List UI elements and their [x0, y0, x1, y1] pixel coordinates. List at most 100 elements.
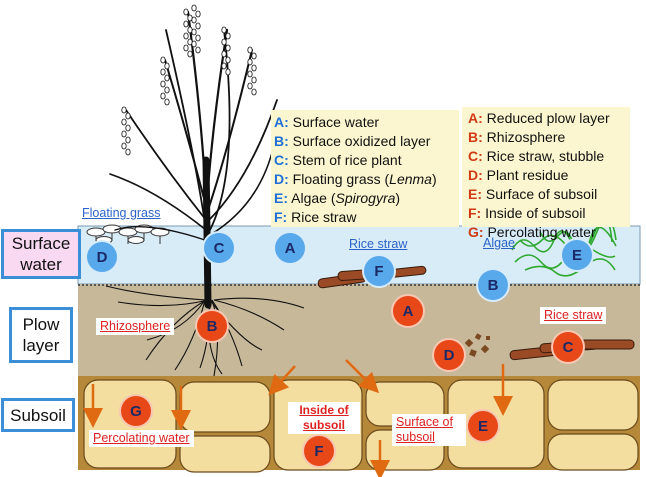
badge-water-E: E [562, 240, 592, 270]
floating-grass-graphic [86, 224, 170, 244]
rice-grain [164, 74, 170, 82]
surface-water-label-text: Surface water [11, 234, 71, 274]
rice-grain [251, 64, 257, 72]
water-legend-after: ) [431, 171, 437, 187]
tag-rice-straw-plow: Rice straw [540, 307, 607, 324]
subsoil-clod [547, 379, 639, 431]
subsoil-clod [179, 381, 271, 433]
rice-grain [191, 4, 197, 12]
soil-legend-text: Surface of subsoil [485, 186, 598, 202]
rice-grain [221, 38, 227, 46]
tag-algae: Algae [483, 236, 515, 250]
plow-layer-label: Plow layer [9, 307, 73, 363]
soil-legend-text: Plant residue [486, 167, 569, 183]
water-legend-text: Stem of rice plant [292, 152, 402, 168]
water-legend-text: Floating grass ( [292, 171, 390, 187]
soil-legend-text: Percolating water [487, 224, 596, 240]
rice-grain [125, 112, 131, 120]
water-legend-row: A: Surface water [274, 113, 456, 132]
rice-grain [121, 130, 127, 138]
rice-grain [121, 118, 127, 126]
rice-grain [183, 44, 189, 52]
rice-grain [247, 70, 253, 78]
soil-legend-row: G: Percolating water [468, 223, 624, 242]
soil-legend-row: B: Rhizosphere [468, 128, 624, 147]
rice-grain [251, 88, 257, 96]
rice-grain [251, 76, 257, 84]
badge-water-D: D [87, 242, 117, 272]
root-strand [146, 299, 206, 341]
water-legend-key: D: [274, 171, 289, 187]
rice-grain [195, 34, 201, 42]
rice-roots [105, 285, 305, 377]
plant-leaf [165, 29, 207, 231]
badge-soil-F: F [304, 436, 334, 466]
soil-legend-text: Rhizosphere [486, 129, 566, 145]
rice-plant-graphic [109, 4, 278, 309]
badge-water-C: C [204, 233, 234, 263]
surface-water-label: Surface water [1, 229, 81, 279]
plant-leaf [209, 144, 275, 236]
rice-grain [191, 40, 197, 48]
plant-leaf [208, 99, 278, 221]
rice-grain [195, 22, 201, 30]
rice-grain [160, 92, 166, 100]
rice-grain [125, 148, 131, 156]
soil-legend-text: Inside of subsoil [485, 205, 586, 221]
water-legend-after: ) [395, 190, 401, 206]
soil-legend-row: E: Surface of subsoil [468, 185, 624, 204]
plant-leaf [202, 156, 212, 309]
soil-legend-key: E: [468, 186, 482, 202]
rice-grain [121, 106, 127, 114]
water-legend-key: B: [274, 133, 289, 149]
percolation-arrows [83, 359, 513, 477]
water-legend-row: C: Stem of rice plant [274, 151, 456, 170]
root-strand [211, 299, 243, 367]
rice-grain [183, 20, 189, 28]
root-strand [213, 299, 285, 331]
subsoil-clod [179, 435, 271, 473]
subsoil-clods [83, 379, 639, 473]
badge-soil-D: D [434, 340, 464, 370]
root-strand [213, 297, 305, 309]
rice-grain [187, 50, 193, 58]
soil-legend-text: Rice straw, stubble [486, 148, 605, 164]
soil-legend-row: A: Reduced plow layer [468, 109, 624, 128]
rice-grain [164, 62, 170, 70]
water-legend-key: F: [274, 209, 288, 225]
root-strand [105, 285, 207, 301]
rice-grain [195, 46, 201, 54]
water-legend-key: C: [274, 152, 289, 168]
badge-soil-B: B [197, 311, 227, 341]
root-strand [117, 299, 209, 307]
rice-grain [225, 44, 231, 52]
soil-legend-key: D: [468, 167, 483, 183]
soil-legend-row: D: Plant residue [468, 166, 624, 185]
rice-grain [247, 82, 253, 90]
rice-grain [191, 16, 197, 24]
rice-grain [247, 46, 253, 54]
plant-leaf [125, 109, 207, 221]
water-legend-key: E: [274, 190, 288, 206]
badge-soil-A: A [393, 296, 423, 326]
water-legend-text: Algae ( [291, 190, 336, 206]
root-strand [207, 299, 223, 375]
rice-grain [221, 26, 227, 34]
tag-rhizosphere: Rhizosphere [96, 318, 175, 335]
root-strand [209, 299, 263, 351]
plant-leaf [186, 10, 208, 202]
water-legend-italic: Spirogyra [335, 190, 396, 206]
rice-grain [195, 10, 201, 18]
rice-grain [183, 32, 189, 40]
rice-grain [191, 28, 197, 36]
rice-grain [251, 52, 257, 60]
tag-percolating-water: Percolating water [89, 430, 194, 447]
rice-grain [121, 142, 127, 150]
rice-grain [160, 56, 166, 64]
tag-surface-subsoil: Surface of subsoil [392, 414, 466, 446]
rice-grain [160, 80, 166, 88]
